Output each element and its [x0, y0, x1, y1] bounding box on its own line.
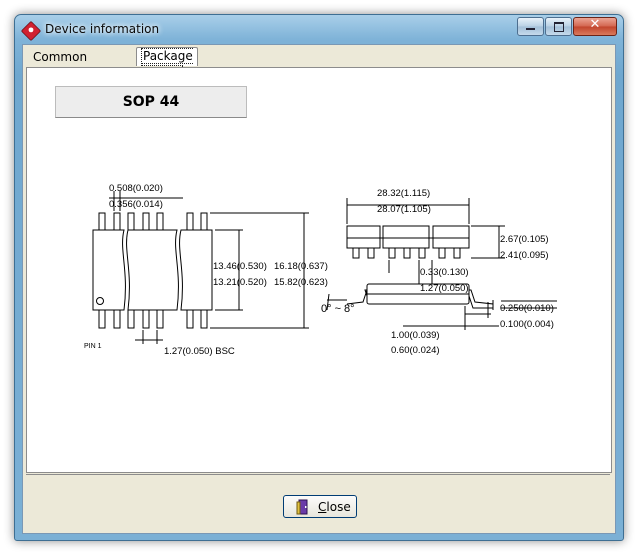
tab-package-details[interactable]: Package details	[136, 47, 198, 81]
dim-angle: 0° ~ 8°	[321, 303, 355, 315]
dim-length-max: 28.32(1.115)	[377, 188, 430, 199]
dim-lead-width-min: 0.356(0.014)	[109, 199, 163, 210]
dim-lead-thick-min: 0.100(0.004)	[500, 319, 554, 330]
pin-1-label: PIN 1	[84, 343, 102, 350]
minimize-button[interactable]	[517, 17, 544, 36]
dim-foot-min: 0.60(0.024)	[391, 345, 440, 356]
close-button[interactable]: Close	[283, 495, 357, 518]
close-icon: ✕	[589, 17, 601, 32]
package-name-box: SOP 44	[55, 86, 247, 118]
maximize-button[interactable]	[545, 17, 572, 36]
dim-body-width-max: 13.46(0.530)	[213, 261, 267, 272]
close-button-label: Close	[318, 500, 351, 514]
dim-lead-thick-max: 0.250(0.010)	[500, 303, 554, 314]
dim-overall-width-max: 16.18(0.637)	[274, 261, 328, 272]
dim-standoff: 0.33(0.130)	[420, 267, 469, 278]
package-details-page: SOP 44	[26, 67, 612, 473]
title-bar[interactable]: Device information ✕	[15, 15, 623, 45]
dim-lead-width-max: 0.508(0.020)	[109, 183, 163, 194]
dim-lead-pitch: 1.27(0.050)	[420, 283, 469, 294]
close-window-button[interactable]: ✕	[573, 17, 617, 36]
caption-buttons: ✕	[517, 17, 617, 36]
tab-common-information[interactable]: Common information	[33, 50, 102, 81]
maximize-icon	[554, 22, 564, 32]
dim-overall-width-min: 15.82(0.623)	[274, 277, 328, 288]
dim-height-max: 2.67(0.105)	[500, 234, 549, 245]
app-icon	[20, 20, 42, 42]
window-title: Device information	[45, 22, 160, 36]
button-panel: Close	[26, 474, 610, 531]
package-drawing: 0.508(0.020) 0.356(0.014) 13.46(0.530) 1…	[84, 183, 557, 357]
dim-foot-max: 1.00(0.039)	[391, 330, 440, 341]
minimize-icon	[526, 28, 535, 30]
dim-height-min: 2.41(0.095)	[500, 250, 549, 261]
dim-length-min: 28.07(1.105)	[377, 204, 431, 215]
dialog-client-area: Common information Package details SOP 4…	[22, 44, 616, 534]
dim-pitch: 1.27(0.050) BSC	[164, 346, 235, 357]
dim-body-width-min: 13.21(0.520)	[213, 277, 267, 288]
door-exit-icon	[296, 499, 308, 515]
device-information-window: Device information ✕ Common information …	[14, 14, 624, 541]
